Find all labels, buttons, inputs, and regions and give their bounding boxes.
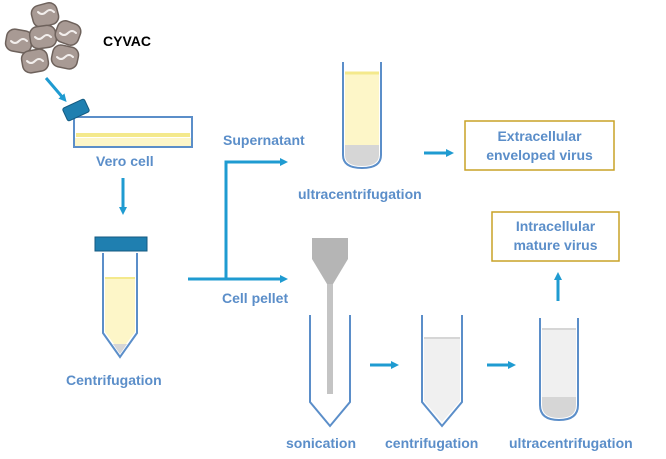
- ultracentrifugation-label-bottom: ultracentrifugation: [509, 435, 633, 451]
- source-label: CYVAC: [103, 33, 151, 49]
- centrifugation-tube-2: [421, 315, 463, 428]
- split-connector: [188, 162, 228, 281]
- ultracentrifuge-tube-bottom: [539, 318, 579, 422]
- flask-icon: [62, 98, 193, 148]
- extracellular-line1: Extracellular: [497, 128, 582, 144]
- sonication-label: sonication: [286, 435, 356, 451]
- sonicator-probe-icon: [312, 238, 348, 394]
- arrow-virus-to-flask: [44, 77, 67, 103]
- extracellular-line2: enveloped virus: [486, 147, 593, 163]
- conical-tube-icon: [94, 236, 148, 359]
- vero-cell-label: Vero cell: [96, 153, 154, 169]
- sonication-tube: [309, 315, 351, 428]
- intracellular-line1: Intracellular: [516, 218, 596, 234]
- virus-cluster-icon: [4, 2, 82, 74]
- ultracentrifugation-label-top: ultracentrifugation: [298, 186, 422, 202]
- ultracentrifuge-tube-top: [342, 62, 382, 170]
- supernatant-label: Supernatant: [223, 132, 305, 148]
- intracellular-line2: mature virus: [513, 237, 597, 253]
- extracellular-result-box: Extracellular enveloped virus: [464, 120, 615, 171]
- cell-pellet-label: Cell pellet: [222, 290, 288, 306]
- centrifugation-label-1: Centrifugation: [66, 372, 162, 388]
- centrifugation-label-2: centrifugation: [385, 435, 478, 451]
- intracellular-result-box: Intracellular mature virus: [491, 211, 620, 262]
